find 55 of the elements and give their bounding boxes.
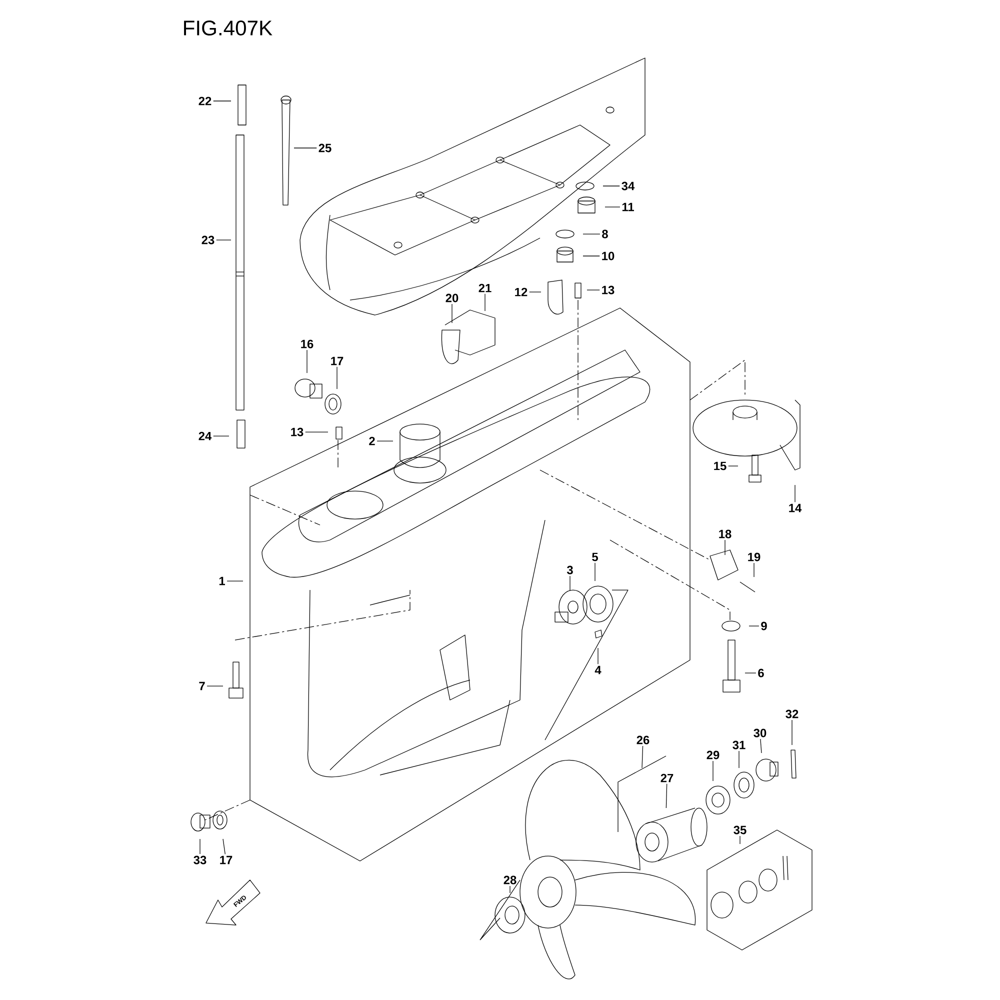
callout-number: 31	[732, 740, 746, 750]
callout-number: 9	[761, 622, 767, 630]
callout-number: 12	[515, 288, 528, 296]
callout-number: 30	[754, 728, 766, 738]
leader-line	[760, 738, 762, 754]
callout-number: 20	[446, 294, 458, 302]
leader-line	[744, 672, 756, 674]
leader-line	[604, 206, 620, 208]
callout-number: 24	[198, 432, 212, 440]
leader-line	[222, 838, 226, 854]
callout-number: 26	[636, 736, 650, 744]
leader-line	[712, 760, 714, 782]
callout-number: 23	[202, 236, 214, 244]
callout-number: 13	[291, 428, 304, 436]
callout-number: 17	[331, 356, 344, 366]
leader-line	[306, 350, 308, 374]
callout-number: 34	[622, 182, 635, 190]
callout-number: 22	[198, 96, 212, 106]
callout-number: 21	[478, 284, 492, 292]
callout-number: 35	[734, 826, 746, 834]
leader-line	[594, 562, 596, 582]
callout-number: 4	[594, 666, 602, 674]
callout-number: 13	[602, 286, 614, 294]
callout-number: 11	[622, 202, 634, 212]
callout-number: 27	[660, 774, 674, 782]
callout-number: 5	[592, 552, 598, 562]
leader-line	[618, 746, 666, 832]
leader-line	[794, 484, 796, 502]
callout-number: 10	[602, 252, 614, 260]
callout-number: 32	[786, 710, 798, 718]
callout-number: 19	[748, 552, 760, 562]
leader-line	[226, 580, 244, 582]
leader-line	[484, 294, 486, 312]
callout-number: 28	[504, 876, 516, 884]
callout-number: 3	[566, 566, 573, 574]
callout-number: 2	[369, 436, 375, 446]
leader-line	[724, 540, 726, 556]
callout-number: 33	[194, 856, 206, 864]
callout-number: 29	[706, 750, 720, 760]
callout-number: 25	[318, 144, 332, 152]
callout-number: 14	[789, 504, 802, 512]
callout-number: 15	[714, 462, 726, 470]
callout-number: 18	[719, 530, 732, 538]
leader-line	[336, 366, 338, 390]
leader-line	[738, 750, 740, 768]
callout-number: 6	[758, 668, 764, 678]
callout-number: 8	[602, 230, 608, 238]
leader-line	[213, 100, 232, 102]
figure-title: FIG.407K	[184, 20, 272, 36]
callout-number: 17	[220, 856, 232, 864]
leader-line	[376, 440, 394, 442]
callout-number: 16	[301, 340, 314, 348]
callout-number: 7	[199, 682, 205, 690]
callout-number: 1	[219, 576, 225, 586]
leader-line	[666, 784, 668, 808]
